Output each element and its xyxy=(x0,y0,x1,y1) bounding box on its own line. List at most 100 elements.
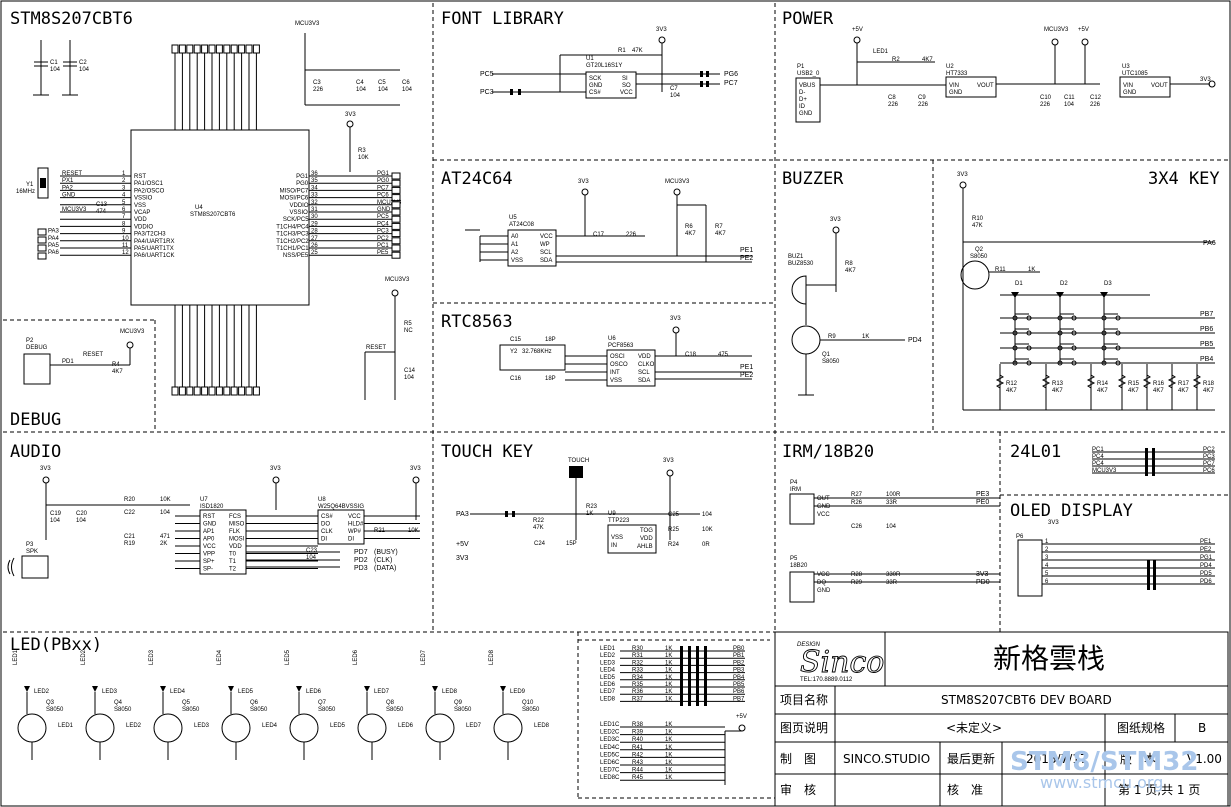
mcu-net-label: PC5 xyxy=(377,214,389,220)
r2-ref: R2 xyxy=(892,57,900,63)
desc-label: 图页说明 xyxy=(780,720,828,735)
svg-text:R25: R25 xyxy=(668,527,680,533)
led-table-val: 1K xyxy=(665,722,672,728)
svg-text:C22: C22 xyxy=(124,510,136,516)
mcu-pin-name: PA5/UART1TX xyxy=(134,246,174,252)
led-transistor xyxy=(357,713,387,743)
mcu-net-label: PE5 xyxy=(377,250,389,256)
led-table-res: R41 xyxy=(632,745,644,751)
mcu-pin-name: NSS/PE5 xyxy=(283,253,309,259)
title-irm: IRM/18B20 xyxy=(782,442,874,462)
title-oled: OLED DISPLAY xyxy=(1010,501,1133,521)
svg-text:P5: P5 xyxy=(790,556,798,562)
w24-net-left: PC1 xyxy=(1092,447,1104,453)
led-table-port: PB0 xyxy=(733,646,745,652)
svg-text:18P: 18P xyxy=(545,337,556,343)
svg-text:32.768KHz: 32.768KHz xyxy=(522,349,552,355)
mcu-pin-name: PA2/OSCO xyxy=(134,188,165,194)
led-transistor-ref: Q6 xyxy=(250,700,259,706)
mcu-pin-number: 34 xyxy=(311,185,318,191)
jumper-bar xyxy=(704,646,707,706)
oled-net: PG1 xyxy=(1200,555,1213,561)
mcu-net-label: PC4 xyxy=(377,221,389,227)
svg-text:C23: C23 xyxy=(306,548,318,554)
led-table-res: R35 xyxy=(632,682,644,688)
r5-val: NC xyxy=(404,328,413,334)
svg-text:15P: 15P xyxy=(566,541,577,547)
mcu-net-label: PA6 xyxy=(48,250,60,256)
led-table-port: PB6 xyxy=(733,689,745,695)
svg-text:104: 104 xyxy=(1064,102,1075,108)
net-port xyxy=(193,44,201,54)
u7-pin: VPP xyxy=(203,552,215,558)
u8-pin: CS# xyxy=(321,514,333,520)
jumper-bar xyxy=(1152,448,1155,476)
svg-text:GND: GND xyxy=(817,588,831,594)
mcu-net-label: GND xyxy=(62,193,76,199)
svg-text:C20: C20 xyxy=(76,511,88,517)
desc-value: <未定义> xyxy=(946,720,1002,735)
svg-text:Y2: Y2 xyxy=(510,349,518,355)
led-transistor-ref: Q3 xyxy=(46,700,55,706)
led-ref: LED5 xyxy=(238,689,254,695)
led-table-net: LED5 xyxy=(600,675,616,681)
font-part: GT20L16S1Y xyxy=(586,63,622,69)
svg-text:R29: R29 xyxy=(851,580,863,586)
font-pin-so: SO xyxy=(622,83,631,89)
font-pin-vcc: VCC xyxy=(620,90,633,96)
key-switch xyxy=(1026,345,1032,351)
led-table-val: 1K xyxy=(665,737,672,743)
rtc-ref: U6 xyxy=(608,336,616,342)
svg-text:R22: R22 xyxy=(533,518,545,524)
svg-text:PE2: PE2 xyxy=(740,372,753,379)
approve-label: 核 准 xyxy=(947,783,983,797)
led-table-res: R37 xyxy=(632,696,644,702)
svg-text:VDD: VDD xyxy=(640,536,653,542)
svg-text:3V3: 3V3 xyxy=(410,466,421,472)
svg-text:PD0: PD0 xyxy=(976,579,990,586)
mcu-pin-name: T1CH3/PC3 xyxy=(276,232,309,238)
oled-pin-number: 1 xyxy=(1045,539,1049,545)
net-port xyxy=(391,244,401,252)
svg-text:4K7: 4K7 xyxy=(715,231,726,237)
led-block: LED1LED2Q3S8050LED1LED2LED3Q4S8050LED2LE… xyxy=(13,649,550,760)
led-transistor-part: S8050 xyxy=(522,707,540,713)
led-transistor-part: S8050 xyxy=(386,707,404,713)
led-table-net: LED3 xyxy=(600,660,616,666)
eeprom-part: AT24C08 xyxy=(509,222,535,228)
led-net: LED3 xyxy=(149,649,155,665)
led-table-val: 1K xyxy=(665,675,672,681)
debug-block: P2 DEBUG PD1 RESET R4 4K7 MCU3V3 xyxy=(23,329,145,385)
led-transistor-part: S8050 xyxy=(114,707,132,713)
mcu-pin-number: 7 xyxy=(122,214,126,220)
r2-val: 4K7 xyxy=(922,57,933,63)
led-table-net: LED6C xyxy=(600,760,620,766)
net-port xyxy=(223,386,231,396)
net-port xyxy=(391,237,401,245)
led-icon xyxy=(160,686,166,692)
svg-text:W25Q64BVSSIG: W25Q64BVSSIG xyxy=(318,504,364,510)
svg-text:PA3: PA3 xyxy=(456,511,469,518)
led-icon xyxy=(432,686,438,692)
svg-text:R7: R7 xyxy=(715,224,723,230)
led-transistor-part: S8050 xyxy=(182,707,200,713)
led-ref: LED9 xyxy=(510,689,526,695)
led-transistor-ref: Q8 xyxy=(386,700,395,706)
net-port xyxy=(37,252,47,260)
mcu-net-label: PC6 xyxy=(377,193,389,199)
u8-pin: DO xyxy=(321,522,330,528)
svg-text:475: 475 xyxy=(718,352,729,358)
net-port xyxy=(178,44,186,54)
led-drive-net: LED5 xyxy=(330,723,346,729)
svg-text:3V3: 3V3 xyxy=(1200,77,1211,83)
svg-text:226: 226 xyxy=(1090,102,1101,108)
svg-text:SPK: SPK xyxy=(26,549,38,555)
led-icon xyxy=(296,686,302,692)
keypad-resistor-ref: R15 xyxy=(1128,381,1140,387)
u7-pin: GND xyxy=(203,522,217,528)
